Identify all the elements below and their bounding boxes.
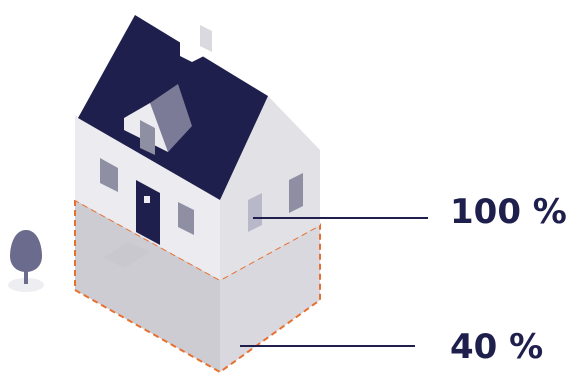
chimney [180, 25, 212, 62]
percentage-label-top: 100 % [450, 195, 567, 229]
percentage-label-bottom: 40 % [450, 330, 543, 364]
tree-icon [8, 230, 44, 292]
